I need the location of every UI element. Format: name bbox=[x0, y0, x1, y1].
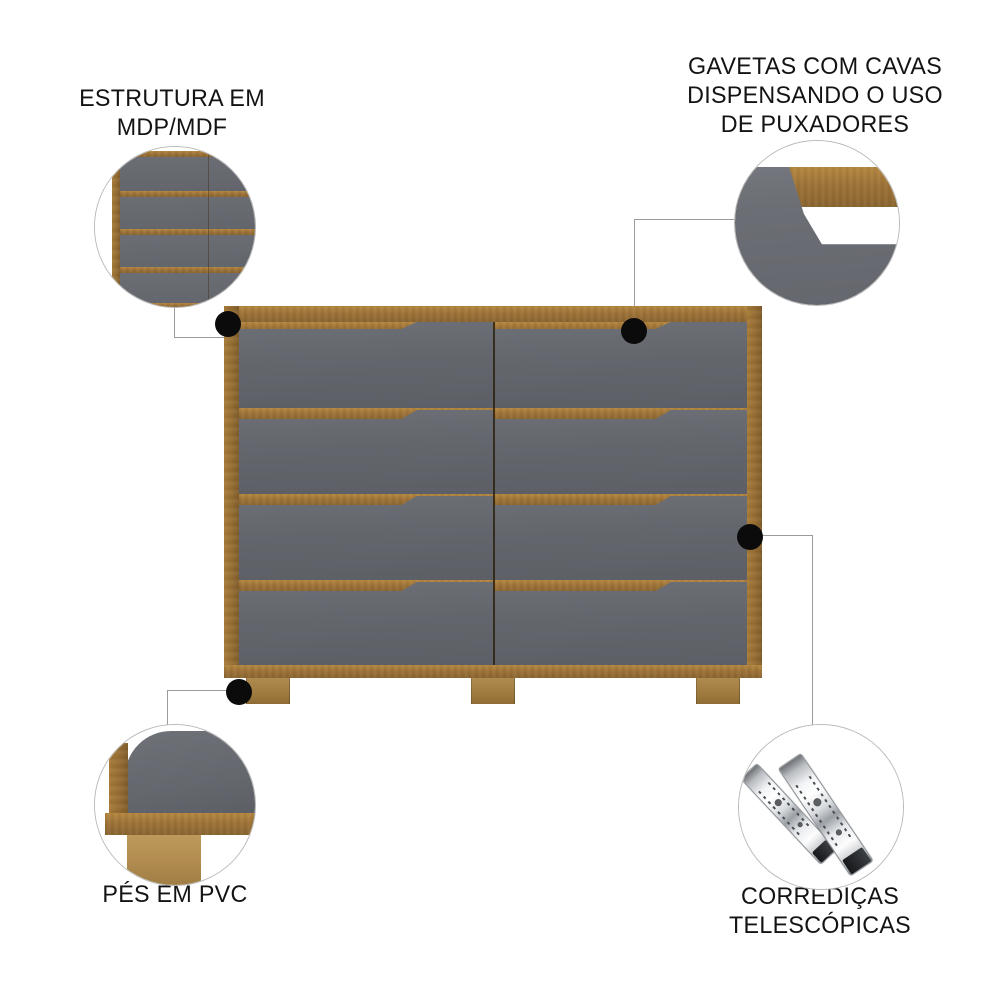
drawer[interactable] bbox=[493, 580, 747, 665]
drawer-face bbox=[239, 410, 493, 494]
drawer-divider bbox=[208, 151, 210, 303]
drawer-face bbox=[493, 322, 747, 408]
drawer-face bbox=[239, 322, 493, 408]
connector-dot-estrutura[interactable] bbox=[215, 311, 241, 337]
drawer-face bbox=[493, 410, 747, 494]
drawer-front-corner bbox=[125, 731, 255, 819]
drawer[interactable] bbox=[239, 580, 493, 665]
drawer-face bbox=[239, 496, 493, 580]
pvc-leg bbox=[696, 678, 740, 704]
drawer[interactable] bbox=[493, 408, 747, 494]
drawer-face bbox=[120, 273, 255, 307]
drawer-row bbox=[120, 191, 255, 229]
callout-art-gavetas bbox=[735, 141, 899, 305]
drawer-row-3 bbox=[239, 494, 747, 580]
drawer-face bbox=[493, 582, 747, 665]
callout-circle-estrutura bbox=[94, 146, 256, 308]
connector-line-corredicas-horizontal bbox=[750, 535, 813, 537]
drawer-divider bbox=[493, 494, 495, 580]
connector-line-corredicas-vertical bbox=[812, 535, 814, 731]
callout-circle-corredicas bbox=[738, 724, 904, 890]
callout-art-estrutura bbox=[95, 147, 255, 307]
connector-dot-gavetas[interactable] bbox=[621, 318, 647, 344]
pvc-leg bbox=[246, 678, 290, 704]
callout-circle-gavetas bbox=[734, 140, 900, 306]
drawer-divider bbox=[493, 408, 495, 494]
drawer-row bbox=[120, 151, 255, 191]
callout-art-corredicas bbox=[739, 725, 903, 889]
drawer-rail bbox=[120, 267, 255, 273]
drawer-rail bbox=[120, 229, 255, 235]
drawer-row bbox=[120, 267, 255, 307]
connector-line-gavetas-horizontal bbox=[634, 219, 742, 221]
pvc-leg bbox=[471, 678, 515, 704]
drawer-face bbox=[120, 197, 255, 229]
base-edge bbox=[112, 303, 255, 307]
callout-label-corredicas: CORREDIÇAS TELESCÓPICAS bbox=[729, 883, 911, 939]
drawer-rail bbox=[120, 151, 255, 157]
drawer-row-2 bbox=[239, 408, 747, 494]
bottom-base-panel bbox=[224, 665, 762, 678]
callout-circle-pes bbox=[94, 724, 256, 886]
right-side-panel bbox=[747, 306, 762, 678]
drawer-stack-side-view bbox=[120, 151, 255, 307]
drawer-face bbox=[120, 157, 255, 191]
pvc-foot bbox=[127, 835, 201, 885]
callout-art-pes bbox=[95, 725, 255, 885]
drawer-divider bbox=[493, 580, 495, 665]
drawer-divider bbox=[493, 322, 495, 408]
drawer-row-4 bbox=[239, 580, 747, 665]
drawer-row bbox=[120, 229, 255, 267]
drawer[interactable] bbox=[239, 322, 493, 408]
connector-line-estrutura-horizontal bbox=[174, 337, 230, 339]
callout-label-pes: PÉS EM PVC bbox=[102, 881, 248, 908]
drawer-face bbox=[239, 582, 493, 665]
drawer-face bbox=[120, 235, 255, 267]
connector-line-pes-horizontal bbox=[167, 690, 239, 692]
connector-line-pes-vertical bbox=[167, 690, 169, 732]
base-panel bbox=[105, 813, 255, 835]
top-panel bbox=[224, 306, 762, 322]
left-side-panel bbox=[224, 306, 239, 678]
drawer-rail bbox=[120, 191, 255, 197]
dresser-carcass bbox=[224, 306, 762, 678]
drawer[interactable] bbox=[239, 408, 493, 494]
drawer-face bbox=[493, 496, 747, 580]
connector-line-gavetas-vertical bbox=[634, 219, 636, 331]
drawer[interactable] bbox=[239, 494, 493, 580]
callout-label-gavetas: GAVETAS COM CAVAS DISPENSANDO O USO DE P… bbox=[687, 53, 943, 138]
frame-edge-panel bbox=[112, 151, 120, 303]
product-image-dresser bbox=[224, 306, 762, 704]
drawer[interactable] bbox=[493, 322, 747, 408]
callout-label-estrutura: ESTRUTURA EM MDP/MDF bbox=[79, 85, 265, 141]
side-panel-edge bbox=[109, 743, 128, 821]
drawer[interactable] bbox=[493, 494, 747, 580]
connector-dot-corredicas[interactable] bbox=[737, 524, 763, 550]
connector-line-estrutura-vertical bbox=[174, 302, 176, 338]
drawer-row-1 bbox=[239, 322, 747, 408]
connector-dot-pes[interactable] bbox=[226, 679, 252, 705]
